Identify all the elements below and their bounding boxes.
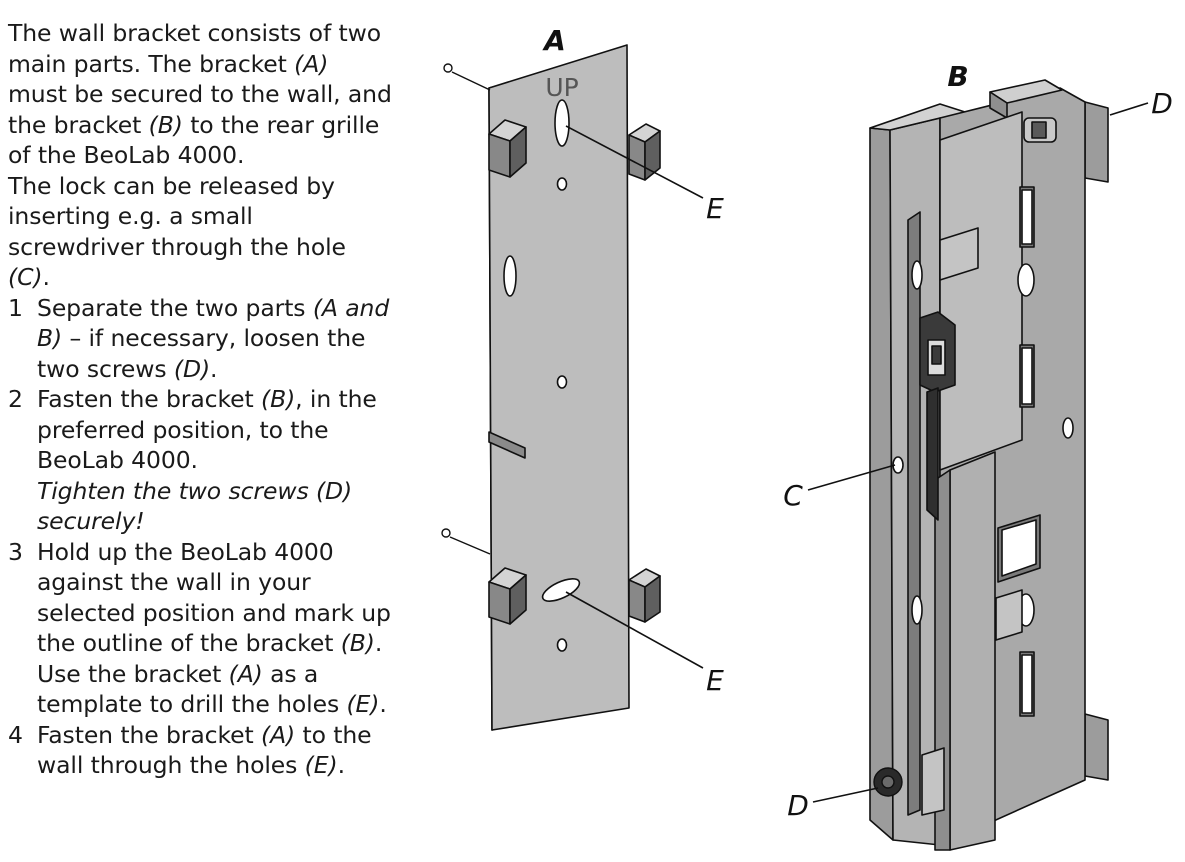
wall-pins [441, 63, 491, 555]
screw-d-bottom [873, 767, 903, 797]
lock-release-paragraph: The lock can be released by inserting e.… [8, 171, 346, 292]
leader-lines-b [807, 102, 1149, 803]
label-e-bottom: E [706, 664, 724, 697]
leader-lines-a [565, 125, 704, 669]
label-e-top: E [706, 192, 724, 225]
label-a: A [542, 24, 566, 57]
bracket-b [869, 79, 1109, 851]
intro-paragraph: The wall bracket consists of two main pa… [8, 19, 392, 169]
label-c: C [783, 479, 803, 512]
step-note: Tighten the two screws (D) securely! [37, 476, 353, 536]
up-stamp: UP [545, 73, 578, 102]
label-d-bottom: D [787, 789, 809, 822]
instructions-text: The wall bracket consists of two main pa… [8, 18, 393, 781]
label-b: B [947, 60, 968, 93]
label-d-top: D [1151, 87, 1173, 120]
bracket-a [488, 44, 661, 731]
